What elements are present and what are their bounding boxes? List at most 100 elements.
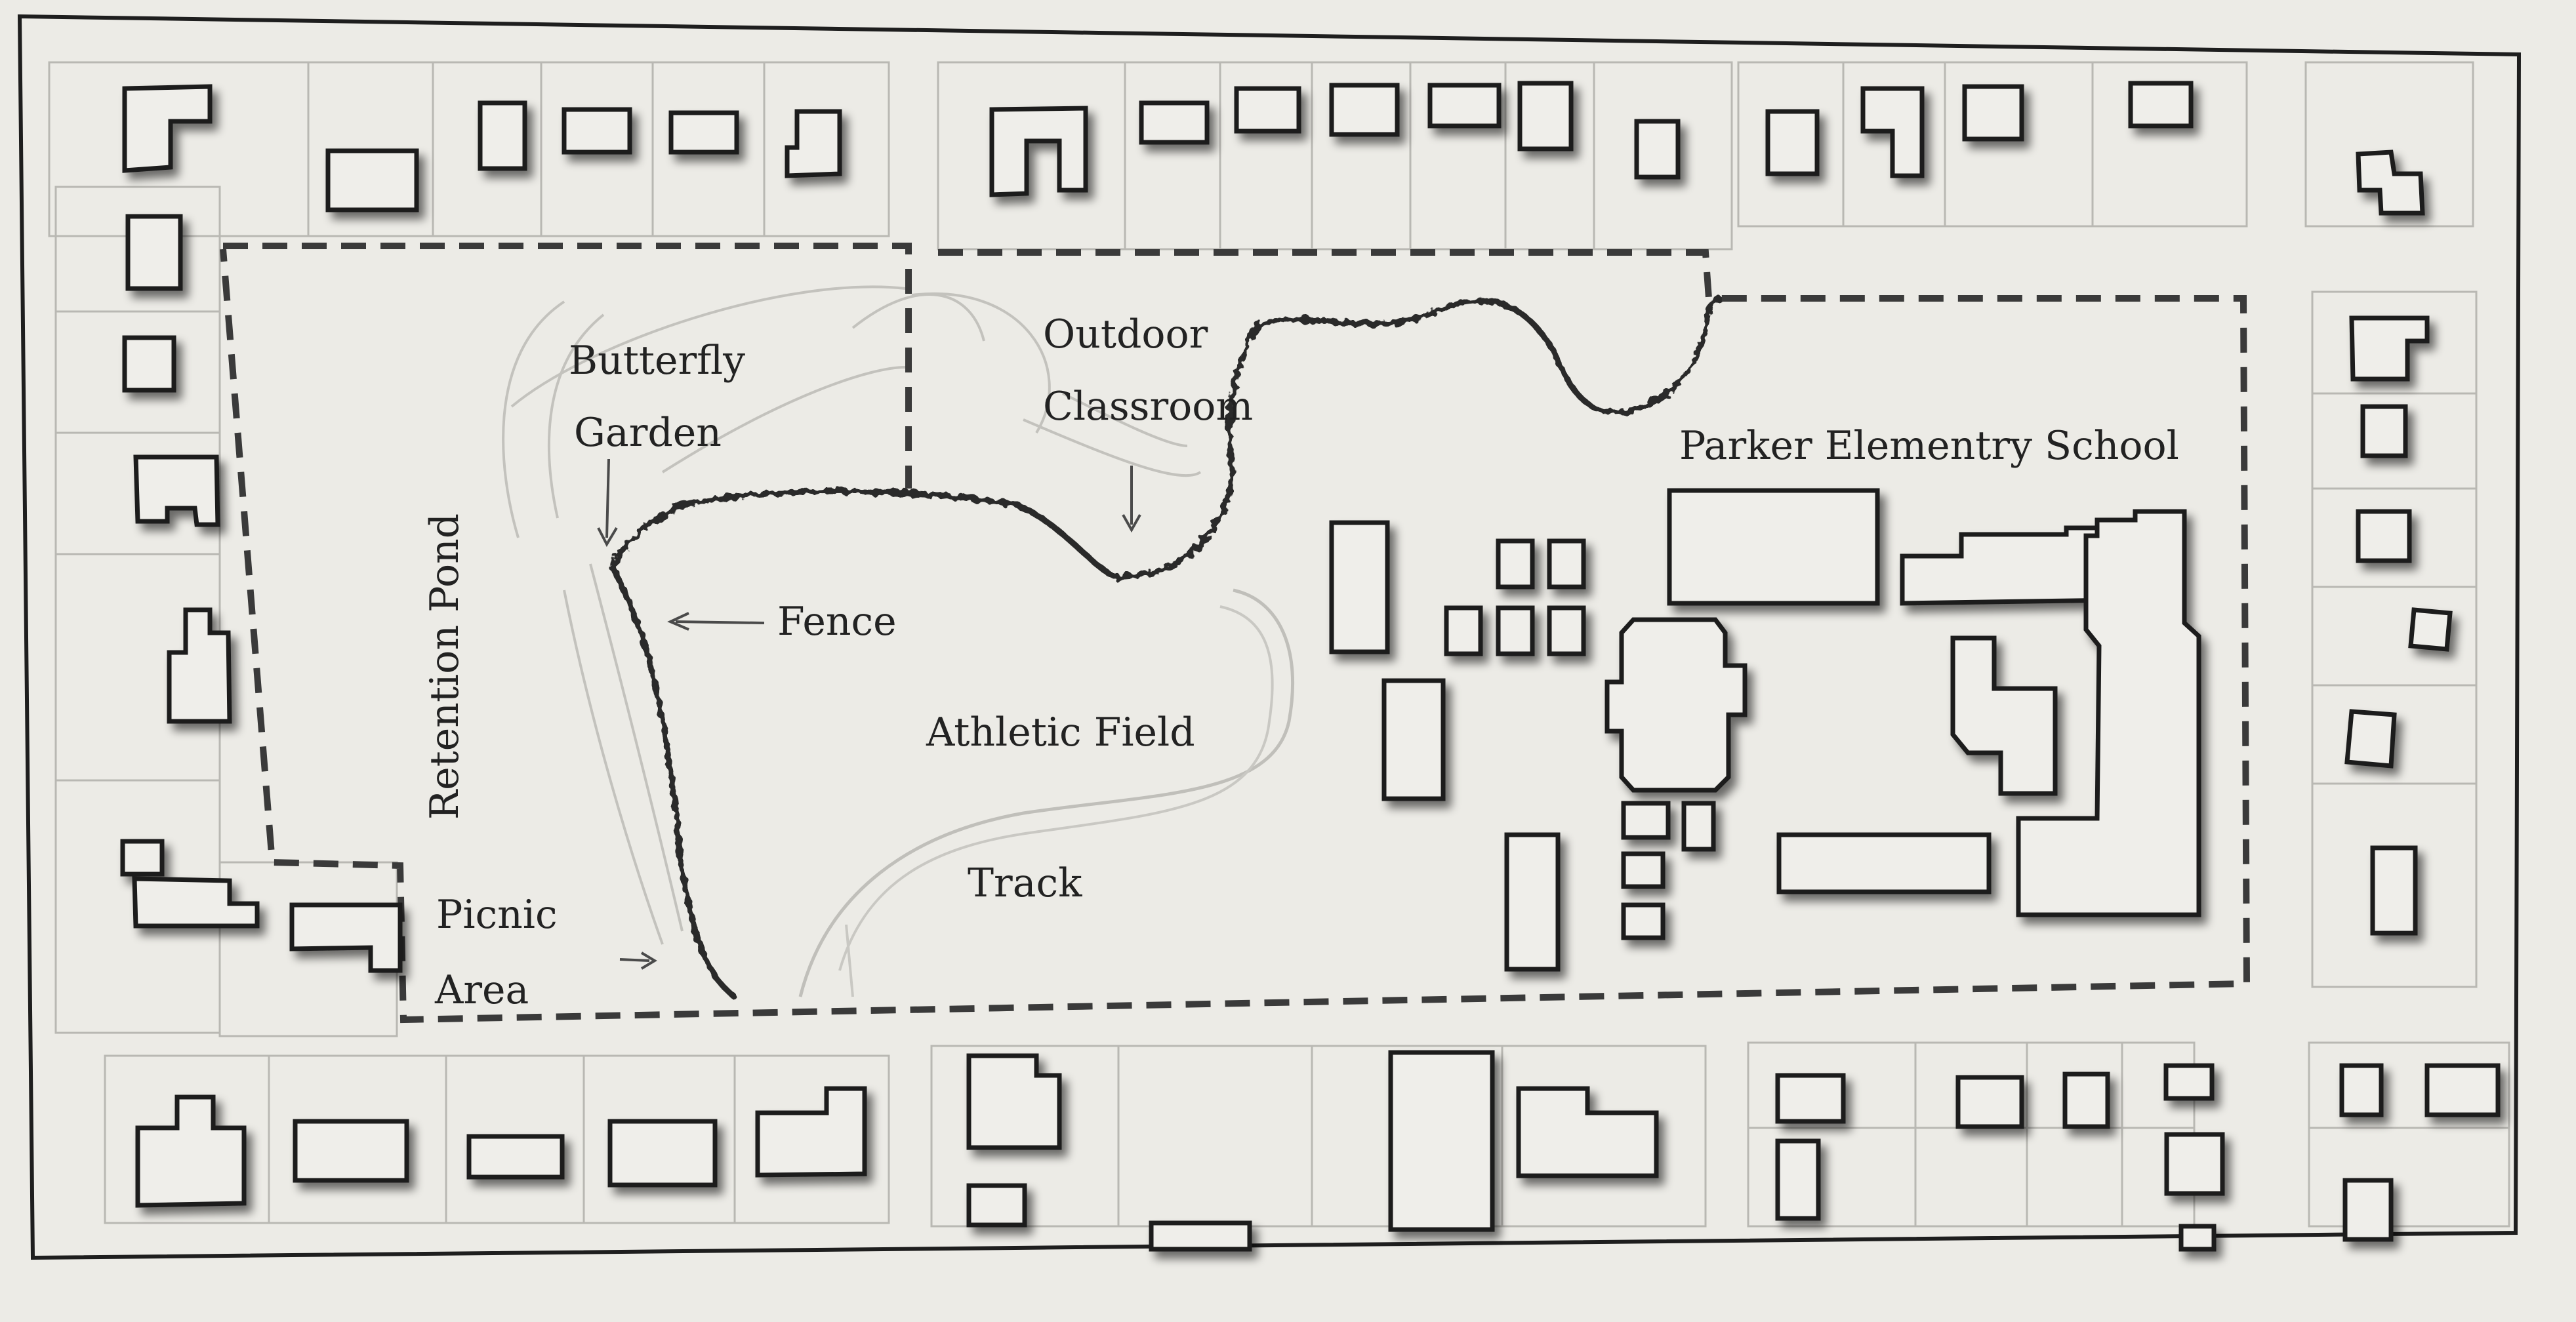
school-classroom-wing bbox=[2016, 509, 2201, 917]
school-portable bbox=[1547, 605, 1586, 656]
label-fence: Fence bbox=[777, 599, 897, 645]
label-garden: Garden bbox=[574, 410, 722, 456]
house bbox=[785, 109, 842, 178]
house bbox=[466, 1134, 565, 1180]
school-portable bbox=[1496, 605, 1535, 656]
house bbox=[1516, 1086, 1659, 1178]
school-portable bbox=[1547, 538, 1586, 590]
house bbox=[2349, 315, 2430, 382]
house bbox=[289, 902, 403, 973]
house bbox=[1517, 81, 1574, 151]
house bbox=[1329, 83, 1400, 137]
school-gymnasium bbox=[1605, 617, 1748, 793]
label-arrows bbox=[597, 458, 1141, 970]
house bbox=[1234, 86, 1301, 134]
house bbox=[1149, 1220, 1252, 1252]
house bbox=[1775, 1138, 1821, 1221]
house bbox=[120, 839, 165, 877]
arrow-butterfly-garden bbox=[605, 458, 610, 538]
house bbox=[122, 84, 213, 173]
arrowhead-picnic-area bbox=[640, 951, 657, 970]
house bbox=[966, 1183, 1027, 1228]
house bbox=[2339, 1063, 2384, 1117]
house bbox=[1775, 1073, 1846, 1124]
arrowhead-butterfly-garden bbox=[597, 527, 618, 548]
house bbox=[325, 148, 419, 212]
garden-paths bbox=[502, 285, 1202, 945]
school-portable bbox=[1444, 605, 1483, 656]
house bbox=[122, 335, 176, 393]
house bbox=[1860, 86, 1925, 178]
house bbox=[2128, 81, 2194, 129]
house bbox=[2163, 1063, 2215, 1101]
house bbox=[1955, 1075, 2024, 1129]
school-portable bbox=[1621, 902, 1666, 940]
school-building bbox=[1504, 832, 1561, 972]
house bbox=[2062, 1072, 2110, 1129]
house bbox=[1139, 100, 1210, 145]
house bbox=[2164, 1132, 2225, 1196]
house bbox=[2424, 1063, 2501, 1117]
school-portable bbox=[1681, 801, 1716, 852]
school-building bbox=[1381, 678, 1446, 801]
house bbox=[607, 1119, 718, 1188]
house bbox=[1427, 83, 1502, 129]
track-end-line bbox=[845, 924, 854, 997]
boundary-main bbox=[220, 249, 2251, 1024]
house bbox=[562, 107, 632, 155]
house bbox=[293, 1119, 409, 1183]
school-building bbox=[1776, 832, 1992, 894]
label-classroom: Classroom bbox=[1043, 384, 1253, 430]
label-picnic: Picnic bbox=[436, 892, 558, 938]
label-outdoor: Outdoor bbox=[1043, 311, 1208, 357]
house bbox=[133, 454, 220, 527]
house bbox=[1962, 84, 2024, 142]
house bbox=[2370, 845, 2418, 936]
arrow-fence bbox=[675, 620, 765, 624]
house bbox=[668, 110, 739, 155]
house bbox=[135, 1094, 247, 1208]
house bbox=[1388, 1050, 1495, 1232]
arrowhead-fence bbox=[667, 612, 689, 631]
house bbox=[2342, 1178, 2394, 1242]
house bbox=[2356, 150, 2425, 216]
school-main-building bbox=[1667, 488, 1880, 606]
house bbox=[2356, 509, 2412, 563]
map-border bbox=[17, 14, 2522, 1260]
house bbox=[125, 214, 183, 291]
boundary-northwest bbox=[223, 243, 912, 489]
house bbox=[2408, 607, 2453, 652]
label-retention-pond: Retention Pond bbox=[422, 513, 468, 820]
track-lane-inner bbox=[838, 605, 1274, 971]
label-school-name: Parker Elementry School bbox=[1679, 423, 2179, 469]
fence-hedge-west bbox=[610, 566, 737, 999]
fence-hedge-north bbox=[610, 295, 1727, 580]
house bbox=[989, 106, 1088, 197]
school-building bbox=[1950, 635, 2058, 796]
school-building bbox=[1329, 520, 1390, 654]
label-area: Area bbox=[434, 967, 529, 1013]
house bbox=[132, 876, 260, 929]
house bbox=[1765, 109, 1820, 176]
house bbox=[478, 100, 527, 171]
house bbox=[167, 607, 232, 724]
school-portable bbox=[1621, 851, 1666, 889]
arrowhead-outdoor-classroom bbox=[1122, 514, 1141, 533]
map-labels: Butterfly Garden Outdoor Classroom Parke… bbox=[422, 311, 2179, 1013]
house bbox=[1634, 119, 1681, 180]
house bbox=[2344, 709, 2397, 769]
school-portable bbox=[1621, 801, 1671, 840]
label-track: Track bbox=[968, 860, 1082, 906]
house bbox=[2178, 1224, 2217, 1252]
arrow-picnic-area bbox=[619, 958, 650, 962]
house bbox=[966, 1053, 1062, 1150]
buildings bbox=[120, 81, 2501, 1252]
lot-lines bbox=[48, 61, 2510, 1228]
school-portable bbox=[1496, 538, 1535, 590]
track-lane-outer bbox=[798, 588, 1295, 997]
label-butterfly: Butterfly bbox=[569, 338, 745, 384]
label-athletic-field: Athletic Field bbox=[926, 710, 1195, 755]
house bbox=[755, 1086, 867, 1178]
house bbox=[2360, 404, 2408, 458]
